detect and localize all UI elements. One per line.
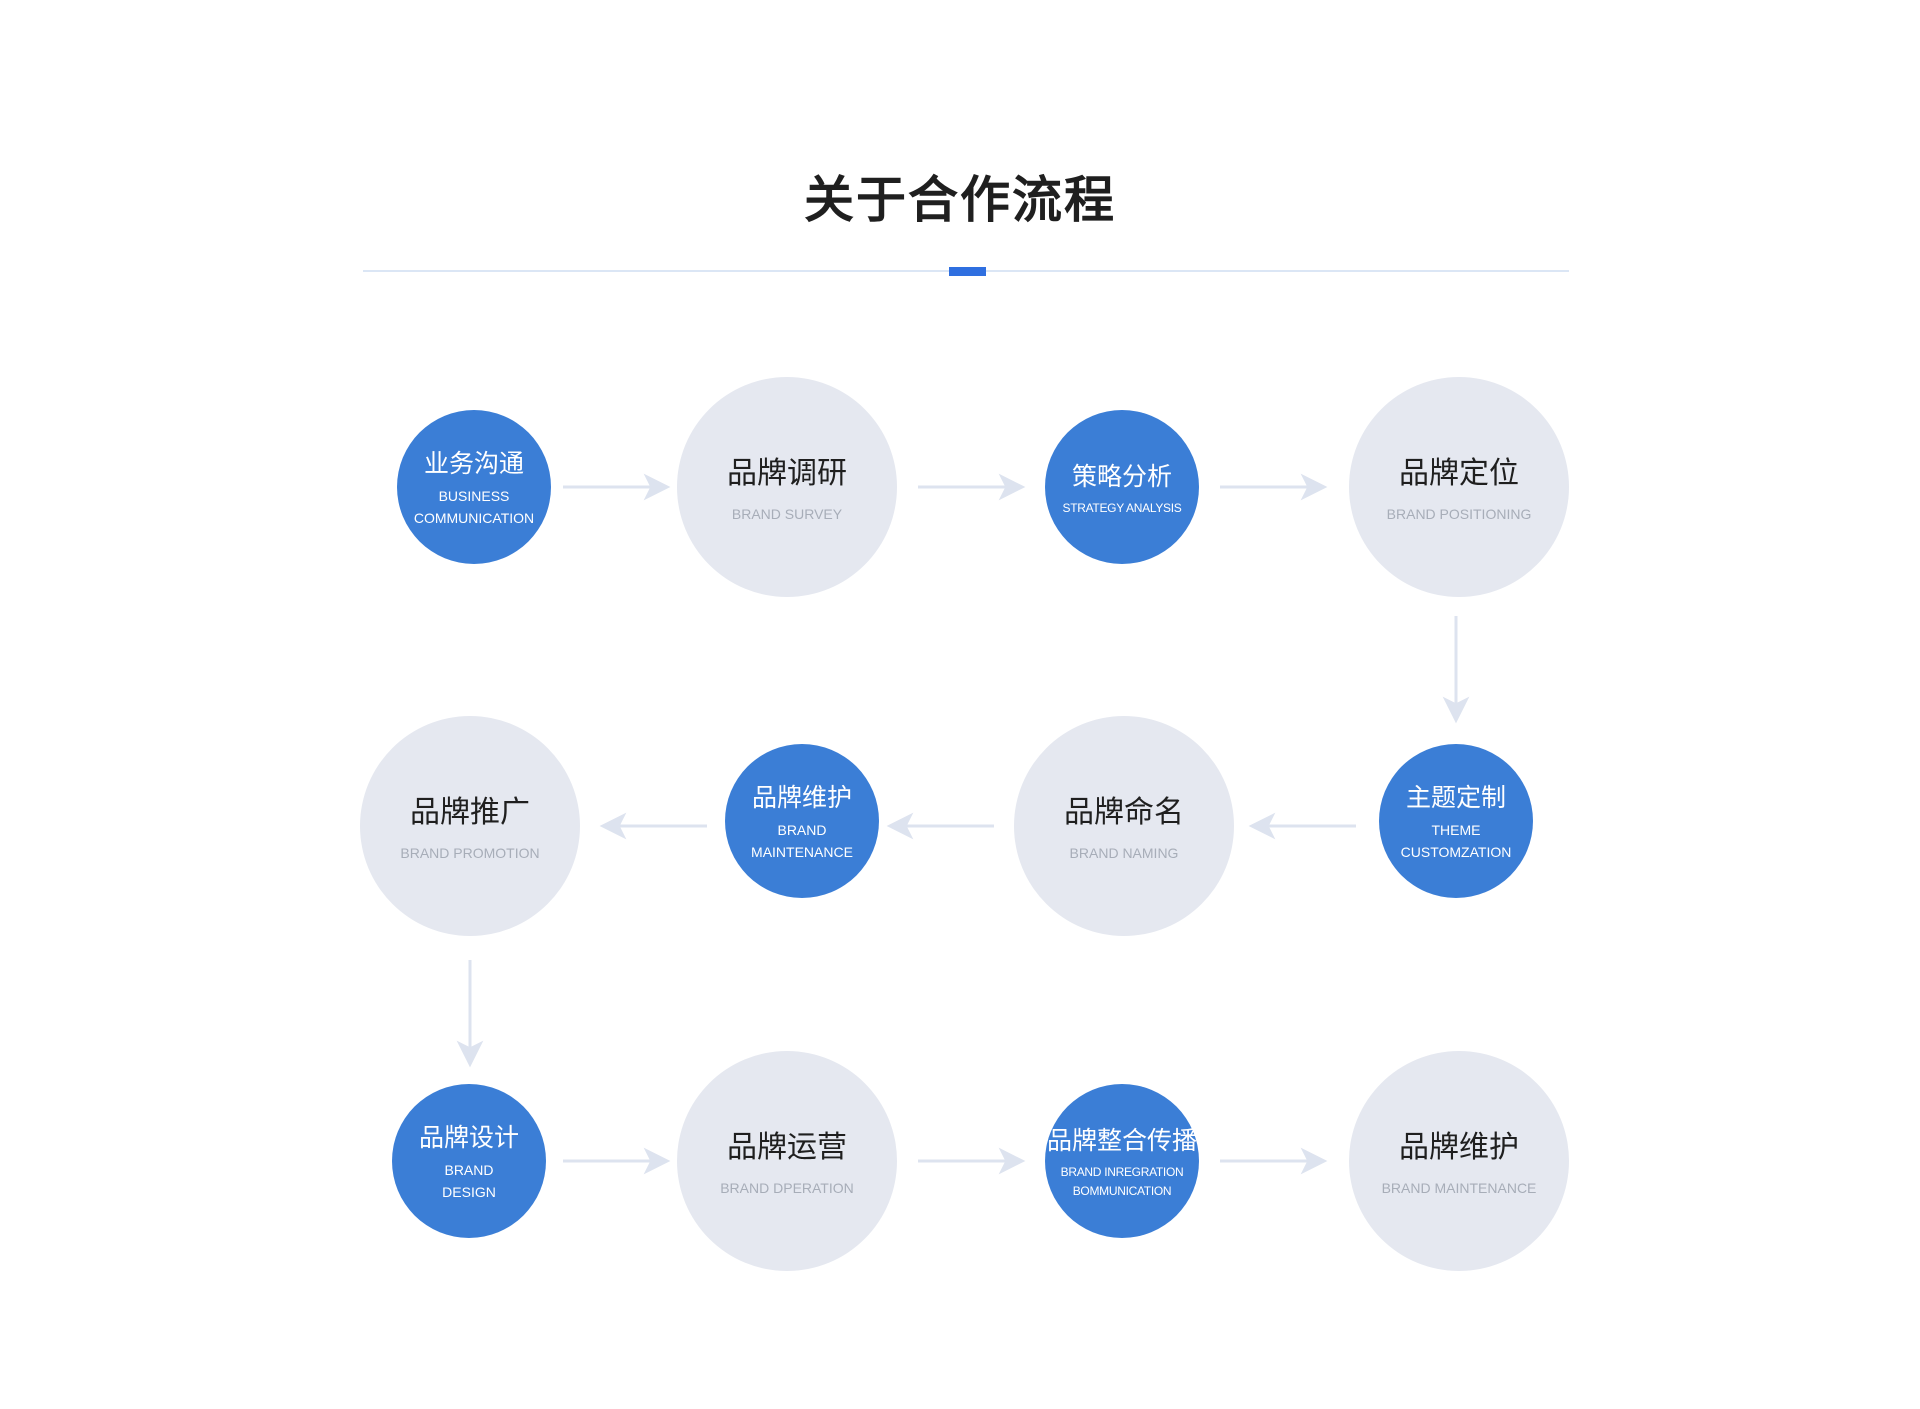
step-subtitle-2: DESIGN bbox=[442, 1184, 496, 1200]
step-title: 主题定制 bbox=[1405, 783, 1506, 813]
step-title: 品牌维护 bbox=[751, 783, 852, 813]
step-title: 品牌运营 bbox=[727, 1130, 847, 1166]
arrowhead-2-3 bbox=[998, 473, 1026, 501]
step-subtitle: BRAND PROMOTION bbox=[400, 845, 540, 862]
step-brand-maintenance-a: 品牌维护 BRAND MAINTENANCE bbox=[725, 744, 879, 898]
arrowhead-11-12 bbox=[1300, 1147, 1328, 1175]
title-divider-accent bbox=[949, 267, 986, 276]
step-title: 品牌定位 bbox=[1399, 456, 1519, 492]
step-brand-maintenance-b: 品牌维护 BRAND MAINTENANCE bbox=[1349, 1051, 1569, 1271]
step-subtitle: BRAND POSITIONING bbox=[1386, 506, 1532, 523]
step-title: 策略分析 bbox=[1071, 461, 1172, 491]
step-subtitle: BRAND SURVEY bbox=[731, 506, 843, 523]
step-subtitle-2: COMMUNICATION bbox=[413, 510, 535, 526]
step-subtitle: BRAND DPERATION bbox=[720, 1180, 854, 1197]
step-subtitle: BUSINESS bbox=[438, 488, 510, 505]
step-subtitle: STRATEGY ANALYSIS bbox=[1062, 500, 1182, 515]
step-subtitle-2: MAINTENANCE bbox=[751, 844, 853, 860]
step-brand-naming: 品牌命名 BRAND NAMING bbox=[1014, 716, 1234, 936]
step-subtitle: BRAND bbox=[777, 822, 827, 839]
arrowhead-6-7 bbox=[886, 812, 914, 840]
step-title: 品牌整合传播 bbox=[1046, 1126, 1197, 1156]
step-subtitle: BRAND INREGRATION bbox=[1060, 1165, 1184, 1180]
step-brand-promotion: 品牌推广 BRAND PROMOTION bbox=[360, 716, 580, 936]
step-subtitle: BRAND NAMING bbox=[1069, 845, 1179, 862]
step-title: 品牌调研 bbox=[727, 456, 847, 492]
arrowhead-10-11 bbox=[998, 1147, 1026, 1175]
arrowhead-7-8 bbox=[599, 812, 627, 840]
step-title: 业务沟通 bbox=[423, 449, 524, 479]
step-title: 品牌推广 bbox=[410, 795, 530, 831]
arrowhead-8-9 bbox=[456, 1040, 484, 1068]
step-subtitle-2: BOMMUNICATION bbox=[1072, 1184, 1172, 1198]
step-subtitle-2: CUSTOMZATION bbox=[1400, 844, 1512, 860]
arrowhead-9-10 bbox=[643, 1147, 671, 1175]
arrowhead-4-5 bbox=[1442, 696, 1470, 724]
step-title: 品牌维护 bbox=[1399, 1130, 1519, 1166]
step-brand-operation: 品牌运营 BRAND DPERATION bbox=[677, 1051, 897, 1271]
step-strategy-analysis: 策略分析 STRATEGY ANALYSIS bbox=[1045, 410, 1199, 564]
arrowhead-3-4 bbox=[1300, 473, 1328, 501]
step-brand-positioning: 品牌定位 BRAND POSITIONING bbox=[1349, 377, 1569, 597]
step-subtitle: BRAND MAINTENANCE bbox=[1381, 1180, 1537, 1197]
step-title: 品牌设计 bbox=[418, 1123, 519, 1153]
step-brand-design: 品牌设计 BRAND DESIGN bbox=[392, 1084, 546, 1238]
step-brand-survey: 品牌调研 BRAND SURVEY bbox=[677, 377, 897, 597]
step-brand-integration: 品牌整合传播 BRAND INREGRATION BOMMUNICATION bbox=[1045, 1084, 1199, 1238]
step-title: 品牌命名 bbox=[1064, 795, 1184, 831]
step-subtitle: BRAND bbox=[444, 1162, 494, 1179]
arrowhead-5-6 bbox=[1248, 812, 1276, 840]
page-title: 关于合作流程 bbox=[804, 171, 1116, 229]
step-theme-customization: 主题定制 THEME CUSTOMZATION bbox=[1379, 744, 1533, 898]
arrowhead-1-2 bbox=[643, 473, 671, 501]
step-subtitle: THEME bbox=[1431, 822, 1481, 839]
step-business-communication: 业务沟通 BUSINESS COMMUNICATION bbox=[397, 410, 551, 564]
